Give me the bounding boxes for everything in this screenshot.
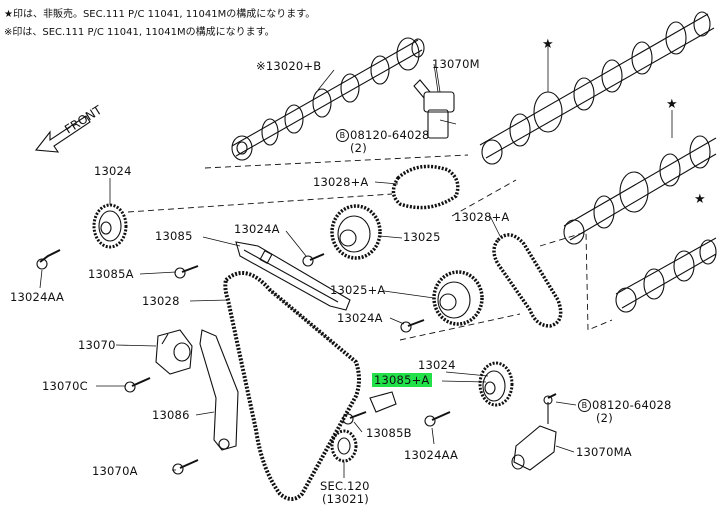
callout-13024a-top[interactable]: 13024A [234,222,280,236]
camshaft-upper [230,37,425,161]
callout-13070ma[interactable]: 13070MA [576,445,632,459]
callout-08120-bottom-text: 08120-64028 [592,398,672,412]
ref-lines-top [127,154,517,217]
callout-13028a-top[interactable]: 13028+A [313,175,369,189]
bolt-symbol-icon-2: B [578,399,591,412]
star-marker-2: ★ [666,97,678,112]
leader-lines [39,44,673,478]
star-marker-1: ★ [542,37,554,52]
callout-13086[interactable]: 13086 [152,408,190,422]
star-marker-3: ★ [694,192,706,207]
solenoid-13070m [413,63,455,139]
bolts [36,249,557,475]
callout-08120-top-text: 08120-64028 [350,128,430,142]
camshaft-right-lower [563,135,717,245]
sprocket-13024-left [92,203,128,249]
ref-lines-right [399,231,613,341]
callout-13070a[interactable]: 13070A [92,464,138,478]
note-asterisk: ※印は、SEC.111 P/C 11041, 11041Mの構成になります。 [4,27,275,38]
callout-13070c[interactable]: 13070C [42,379,88,393]
callout-13085pa[interactable]: 13085+A [372,373,432,387]
tension-arm-13086 [199,329,239,451]
crank-sprocket [330,429,358,463]
callout-13085pa-highlight: 13085+A [372,373,432,387]
callout-13024aa-right[interactable]: 13024AA [404,448,459,462]
sprocket-13025 [330,204,382,260]
callout-13028a-right[interactable]: 13028+A [454,210,510,224]
callout-13085[interactable]: 13085 [155,229,193,243]
callout-13024-right[interactable]: 13024 [418,358,456,372]
callout-13085b[interactable]: 13085B [366,426,412,440]
chain-upper-right [492,233,563,328]
camshaft-right-upper [479,11,715,165]
guide-13085b [369,391,397,413]
callout-13070m[interactable]: 13070M [432,57,480,71]
guide-13085 [235,241,351,311]
callout-13024-left[interactable]: 13024 [94,164,132,178]
chain-upper-left [391,164,460,210]
front-arrow-icon [34,115,91,153]
callout-13070[interactable]: 13070 [78,338,116,352]
callout-13085a[interactable]: 13085A [88,267,134,281]
callout-08120-top-qty: (2) [350,141,367,155]
solenoid-13070ma [511,402,557,471]
callout-13025a[interactable]: 13025+A [330,283,386,297]
callout-13024aa-left[interactable]: 13024AA [10,290,65,304]
callout-08120-bottom-qty: (2) [596,411,613,425]
camshaft-right-bottom [615,237,717,313]
callout-sec120[interactable]: SEC.120 [320,479,370,493]
callout-13025[interactable]: 13025 [403,230,441,244]
callout-13024a-mid[interactable]: 13024A [337,311,383,325]
tensioner-13070 [155,329,193,375]
callout-sec120-sub: (13021) [322,492,369,506]
sprocket-13024-right [478,361,514,407]
callout-13028[interactable]: 13028 [142,294,180,308]
callout-13020b[interactable]: ※13020+B [256,59,322,73]
bolt-symbol-icon: B [336,129,349,142]
front-label: FRONT [62,103,105,137]
sprocket-13025a [432,270,484,326]
note-star: ★印は、非販売。SEC.111 P/C 11041, 11041Mの構成になりま… [4,9,316,20]
